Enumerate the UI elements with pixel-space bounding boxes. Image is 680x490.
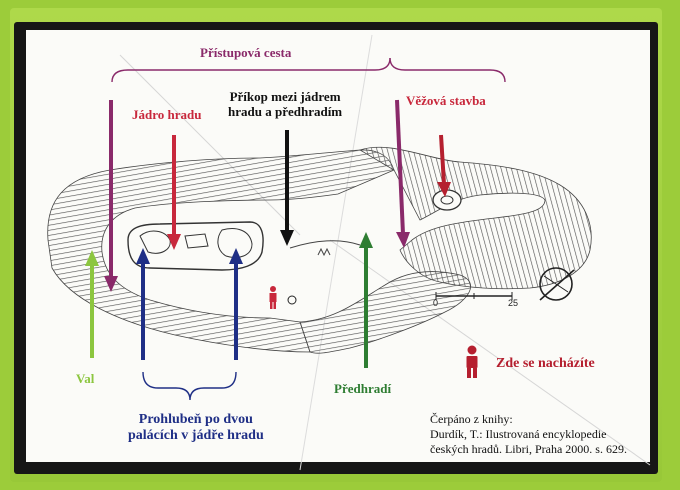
access-bracket (111, 57, 391, 83)
scale-end: 25 (508, 298, 518, 308)
label-you-are-here: Zde se nacházíte (496, 356, 595, 371)
label-palaces-line1: Prohlubeň po dvou (138, 412, 253, 427)
label-rampart: Val (76, 371, 95, 386)
label-tower: Věžová stavba (406, 93, 486, 108)
glare-line (329, 239, 651, 466)
arrow-core (167, 234, 181, 250)
arrow-access-left (104, 276, 118, 292)
credit-line2: Durdík, T.: Ilustrovaná encyklopedie (430, 427, 607, 441)
label-moat-line1: Příkop mezi jádrem (229, 89, 341, 104)
arrow-tower (439, 134, 446, 185)
scale-bar: 0 25 (433, 292, 518, 308)
label-moat: Příkop mezi jádrem hradu a předhradím (228, 89, 343, 120)
credit-line3: českých hradů. Libri, Praha 2000. s. 629… (430, 442, 627, 456)
arrow-tower (437, 182, 451, 197)
label-castle-core: Jádro hradu (132, 107, 202, 122)
label-moat-line2: hradu a předhradím (228, 103, 343, 119)
credit-line1: Čerpáno z knihy: (430, 412, 513, 426)
arrow-access-right (395, 99, 405, 235)
bailey-edge (317, 247, 331, 257)
arrow-access-right (396, 232, 410, 248)
arrow-bailey (359, 232, 373, 248)
south-slope (299, 271, 471, 354)
source-credit: Čerpáno z knihy: Durdík, T.: Ilustrovaná… (430, 412, 627, 457)
label-bailey: Předhradí (334, 381, 392, 396)
label-palaces: Prohlubeň po dvou palácích v jádře hradu (128, 412, 264, 444)
person-icon (269, 286, 277, 309)
palace-depression (217, 228, 253, 258)
arrow-palace-right (229, 248, 243, 264)
palaces-bracket (142, 371, 237, 401)
access-bracket (389, 57, 506, 83)
tower-site (432, 189, 462, 211)
castle-core (127, 221, 264, 271)
person-icon (466, 345, 478, 378)
tower-site (440, 195, 454, 205)
bailey-edge (289, 240, 361, 249)
site-marker (287, 295, 297, 305)
glare-line (299, 34, 373, 471)
compass-icon (539, 267, 575, 301)
scale-start: 0 (433, 298, 438, 308)
arrow-palace-left (136, 248, 150, 264)
rubble (184, 233, 209, 249)
outer-rampart (47, 149, 395, 353)
glare-line (119, 54, 301, 236)
arrow-moat (280, 230, 294, 246)
label-access-road: Přístupová cesta (200, 45, 292, 60)
label-palaces-line2: palácích v jádře hradu (128, 428, 264, 444)
arrow-rampart (85, 250, 99, 266)
